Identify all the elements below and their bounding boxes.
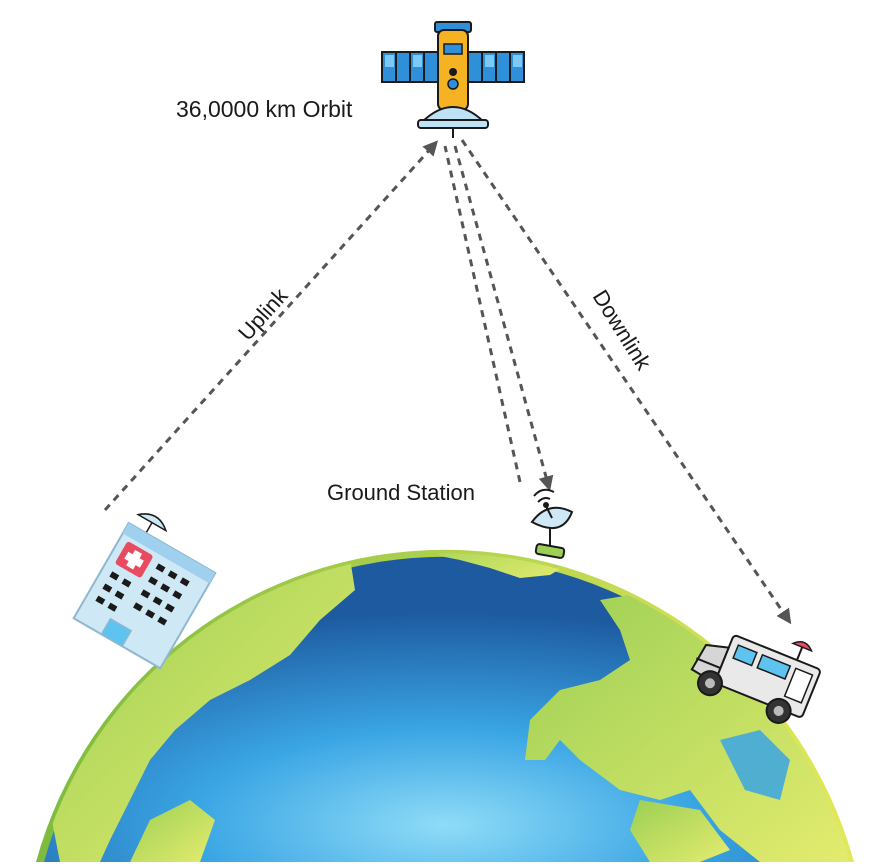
ambulance-van-icon bbox=[690, 634, 821, 724]
downlink-arrow bbox=[460, 139, 792, 625]
signal-links bbox=[103, 139, 792, 625]
ground-station-up-arrow bbox=[443, 145, 522, 483]
satellite-icon bbox=[381, 21, 525, 138]
ground-station-down-arrow bbox=[453, 145, 554, 492]
satellite-dish-icon bbox=[530, 488, 574, 559]
uplink-arrow bbox=[103, 140, 439, 512]
earth-globe-icon bbox=[36, 549, 854, 862]
orbit-label: 36,0000 km Orbit bbox=[176, 96, 353, 122]
ground-station-label: Ground Station bbox=[327, 480, 475, 505]
continents bbox=[40, 553, 850, 862]
downlink-label: Downlink bbox=[588, 285, 657, 375]
hospital-icon bbox=[72, 513, 217, 670]
